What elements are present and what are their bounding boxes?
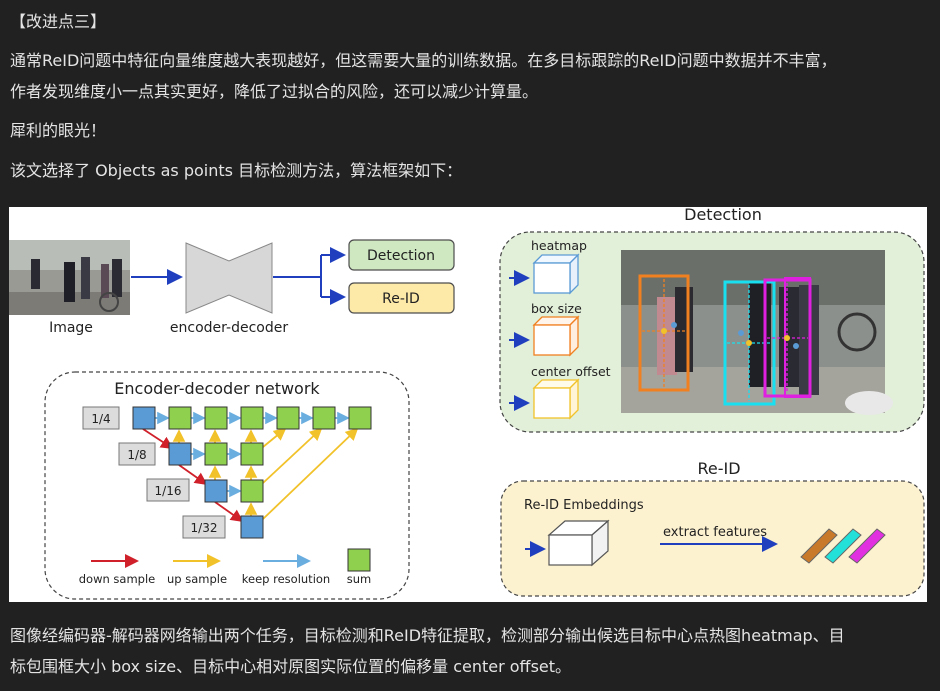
- encoder-decoder-icon: [185, 242, 273, 314]
- reid-panel: [500, 480, 925, 597]
- reid-box-label: Re-ID: [382, 291, 420, 307]
- legend-up-sample: up sample: [167, 572, 227, 586]
- heatmap-label: heatmap: [531, 238, 587, 253]
- encoder-decoder-label: encoder-decoder: [170, 320, 288, 336]
- scale-label-4: 1/32: [191, 521, 218, 535]
- box-size-cube: [532, 315, 580, 357]
- reid-box: [348, 282, 455, 314]
- article-heading: 【改进点三】: [10, 12, 107, 31]
- detection-panel-title: Detection: [684, 207, 762, 224]
- detection-box-label: Detection: [367, 248, 435, 264]
- scale-label-2: 1/8: [127, 448, 146, 462]
- detection-box: [348, 239, 455, 271]
- detection-boxes: [638, 274, 812, 406]
- legend-down-sample: down sample: [79, 572, 156, 586]
- extract-features-label: extract features: [663, 525, 767, 540]
- paragraph-4-line-2: 标包围框大小 box size、目标中心相对原图实际位置的偏移量 center …: [10, 657, 572, 676]
- network-title: Encoder-decoder network: [114, 379, 320, 398]
- paragraph-1-line-2: 作者发现维度小一点其实更好，降低了过拟合的风险，还可以减少计算量。: [10, 82, 539, 101]
- scale-label-3: 1/16: [155, 484, 182, 498]
- center-offset-cube: [532, 378, 580, 420]
- framework-figure: Image encoder-decoder Detection Re-ID En…: [9, 207, 927, 602]
- image-label: Image: [49, 320, 93, 336]
- heatmap-cube: [532, 253, 580, 295]
- legend-keep-resolution: keep resolution: [242, 572, 330, 586]
- paragraph-3: 该文选择了 Objects as points 目标检测方法，算法框架如下：: [10, 161, 463, 180]
- paragraph-1-line-1: 通常ReID问题中特征向量维度越大表现越好，但这需要大量的训练数据。在多目标跟踪…: [10, 51, 837, 70]
- feature-vectors: [800, 528, 886, 564]
- network-arrows: [142, 411, 359, 523]
- legend-sum-block: [347, 548, 371, 572]
- legend-sum: sum: [347, 572, 371, 586]
- reid-embeddings-label: Re-ID Embeddings: [524, 498, 644, 513]
- paragraph-2: 犀利的眼光！: [10, 121, 107, 140]
- box-size-label: box size: [531, 301, 582, 316]
- paragraph-4-line-1: 图像经编码器-解码器网络输出两个任务，目标检测和ReID特征提取，检测部分输出候…: [10, 626, 845, 645]
- center-offset-label: center offset: [531, 364, 611, 379]
- input-image: [9, 240, 130, 315]
- reid-panel-title: Re-ID: [697, 459, 740, 478]
- reid-embedding-cube: [547, 519, 610, 567]
- scale-label-1: 1/4: [91, 412, 110, 426]
- network-blocks: [132, 406, 372, 539]
- network-panel: [44, 371, 410, 600]
